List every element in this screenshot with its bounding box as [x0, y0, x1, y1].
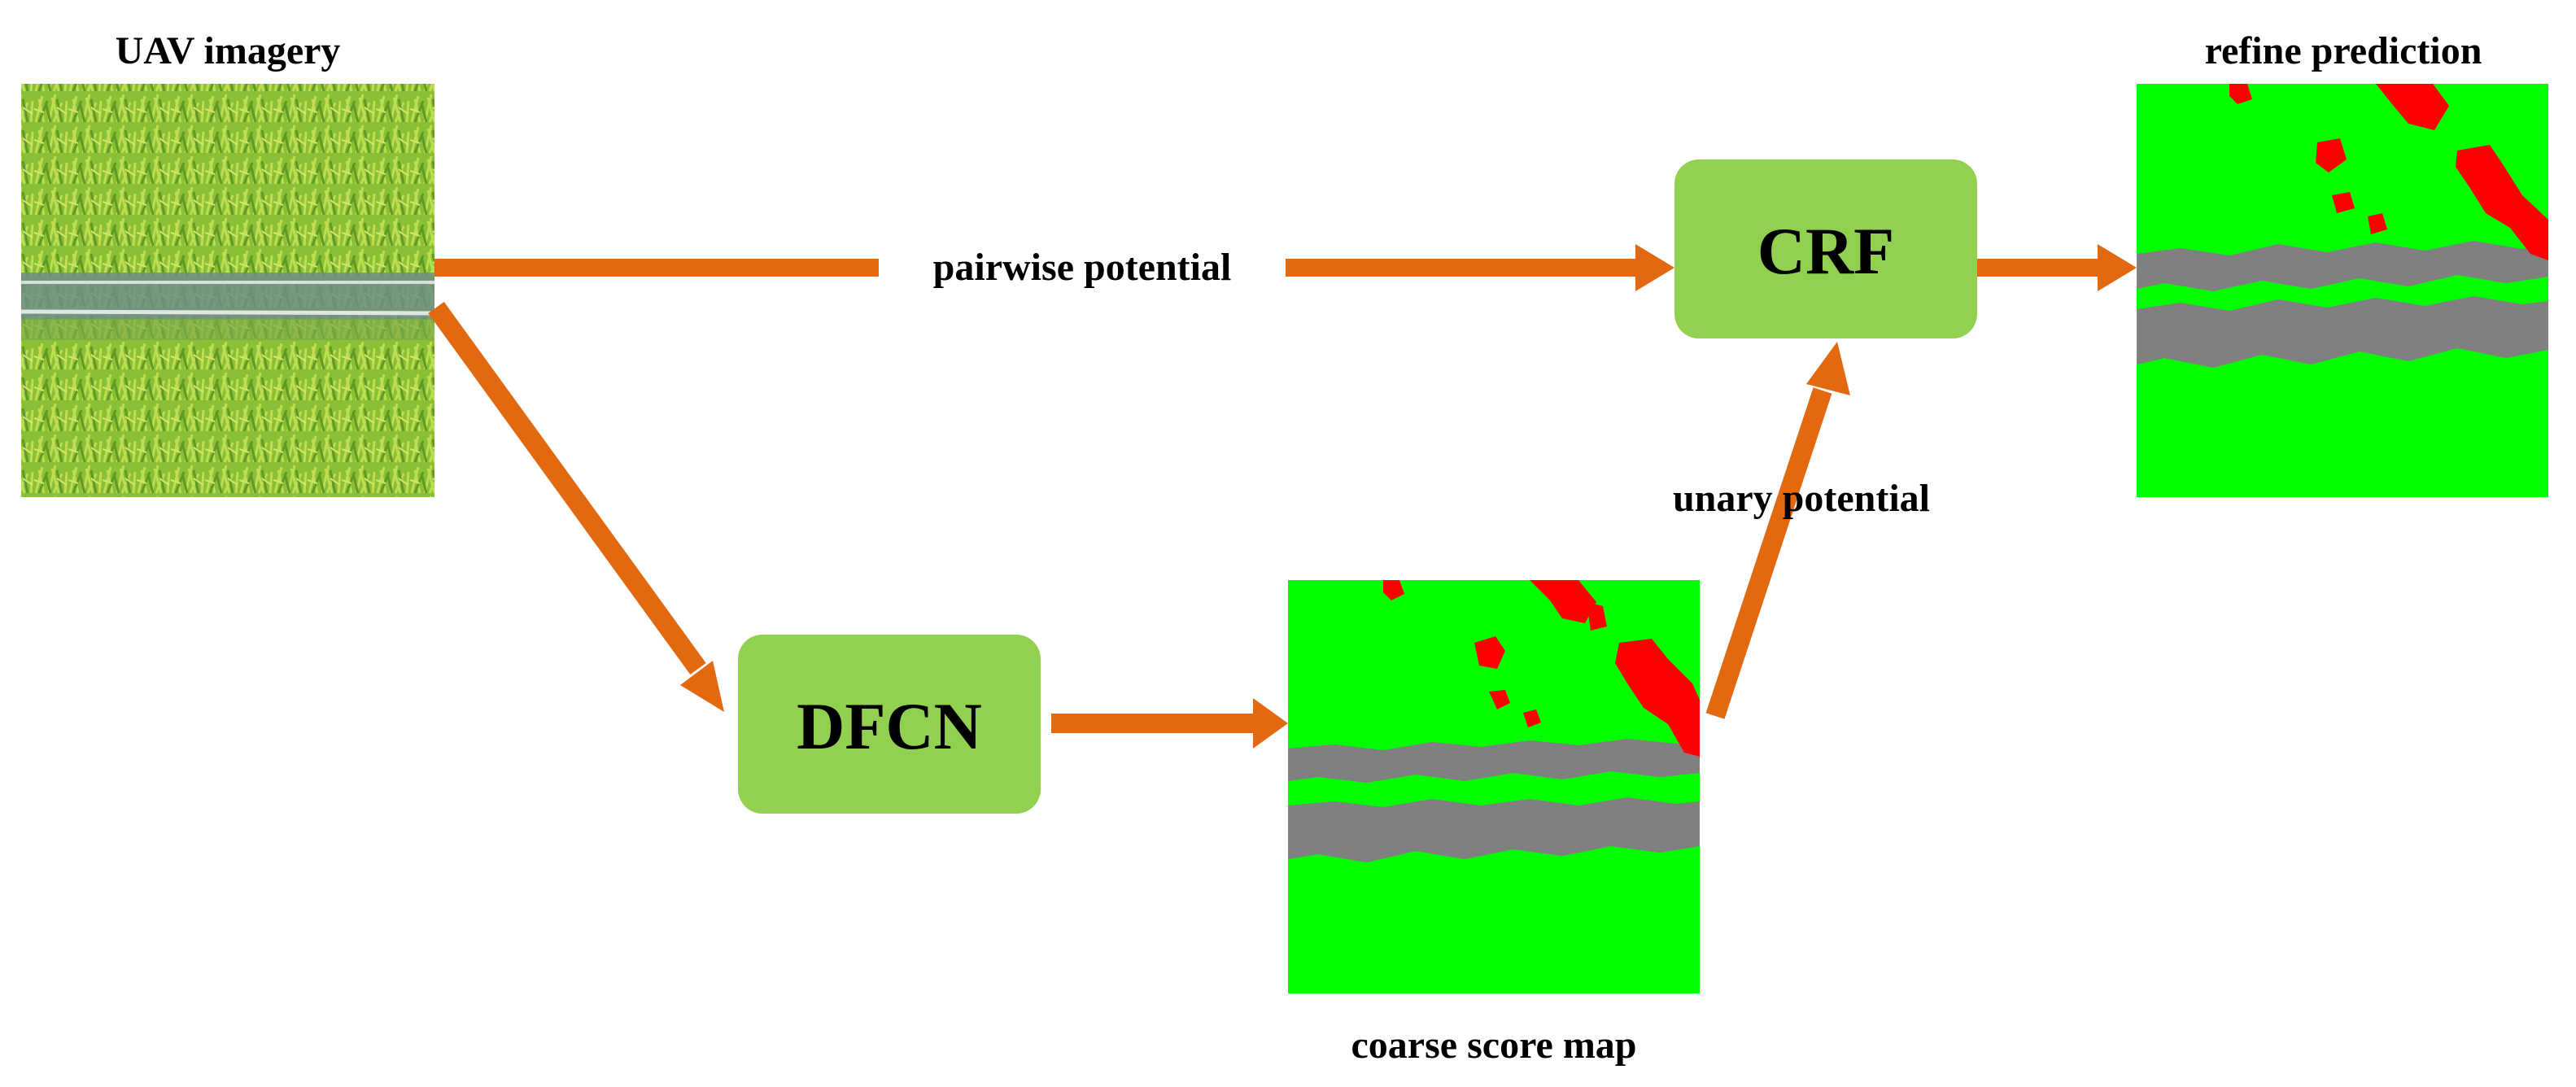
coarse-score-map	[1288, 580, 1700, 993]
pairwise-arrow-shaft-right	[1286, 259, 1644, 277]
unary-label: unary potential	[1673, 477, 1930, 520]
input-title: UAV imagery	[116, 29, 341, 72]
output-title: refine prediction	[2205, 29, 2482, 72]
dfcn-input-arrow-shaft	[428, 301, 706, 675]
crf-label: CRF	[1757, 214, 1895, 288]
dfcn-label: DFCN	[797, 689, 982, 763]
coarse-label: coarse score map	[1351, 1024, 1637, 1067]
path-class-region	[1288, 739, 1700, 783]
crf-output-arrowhead	[2098, 244, 2137, 291]
crf-box: CRF	[1674, 159, 1977, 338]
dfcn-output-arrow-shaft	[1051, 714, 1259, 733]
refined-prediction-map	[2137, 84, 2548, 497]
dfcn-output-arrowhead	[1253, 698, 1288, 749]
unary-arrowhead	[1806, 342, 1850, 395]
weed-class-region	[1383, 580, 1700, 757]
pairwise-label: pairwise potential	[933, 246, 1232, 289]
pairwise-arrow-shaft-left	[434, 259, 879, 277]
dfcn-box: DFCN	[738, 635, 1041, 814]
arrows	[428, 244, 2137, 749]
uav-image	[21, 84, 434, 497]
crf-output-arrow-shaft	[1977, 259, 2103, 277]
dfcn-input-arrowhead	[680, 661, 724, 712]
pairwise-arrowhead	[1635, 244, 1674, 291]
unary-arrow-shaft	[1705, 387, 1832, 719]
